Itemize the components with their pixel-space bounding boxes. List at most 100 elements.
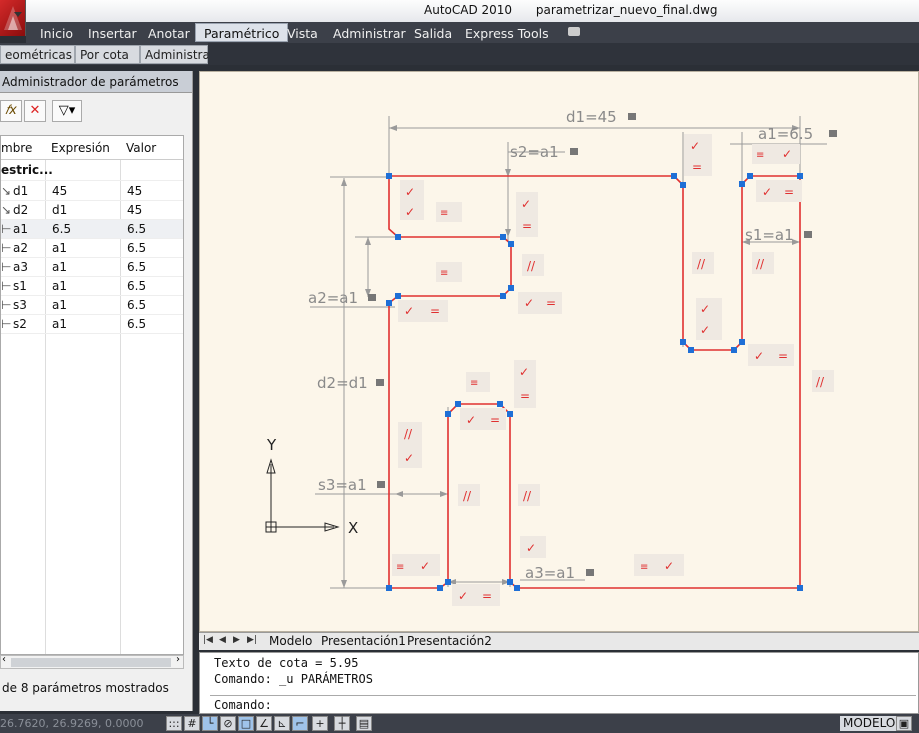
scrollbar-thumb[interactable] — [11, 658, 171, 667]
tab-presentacion2[interactable]: Presentación2 — [407, 634, 492, 648]
parameter-name[interactable]: s1 — [13, 279, 27, 293]
constraint-bar[interactable]: ✓= — [756, 180, 802, 202]
tab-insertar[interactable]: Insertar — [88, 26, 137, 41]
tab-anotar[interactable]: Anotar — [148, 26, 190, 41]
add-user-parameter-button[interactable]: 𝑓x — [0, 100, 22, 122]
constraint-bar[interactable]: ✓= — [460, 408, 506, 430]
parameter-name[interactable]: s2 — [13, 317, 27, 331]
drawing-canvas[interactable]: ✓✓ ≡ ✓= ≡ // ✓= ✓= ✓= ≡✓ ✓= // // ✓✓ ✓= … — [199, 71, 919, 632]
parameter-name[interactable]: d2 — [13, 203, 29, 217]
dyn-icon[interactable]: ⌐ — [292, 716, 308, 731]
last-layout-icon[interactable]: ▶| — [247, 635, 257, 645]
panel-dimensional[interactable]: Por cota » — [75, 45, 140, 80]
constraint-bar[interactable]: // — [458, 484, 480, 506]
ducs-icon[interactable]: ⊾ — [274, 716, 290, 731]
application-menu-button[interactable] — [0, 0, 26, 36]
constraint-bar[interactable]: ✓✓ — [400, 180, 424, 220]
parameter-name[interactable]: s3 — [13, 298, 27, 312]
tab-modelo[interactable]: Modelo — [269, 634, 313, 648]
scroll-right-icon[interactable]: › — [176, 654, 180, 665]
dim-label-d1[interactable]: d1=45 — [566, 108, 617, 126]
otrack-icon[interactable]: ∠ — [256, 716, 272, 731]
tab-inicio[interactable]: Inicio — [40, 26, 74, 41]
constraint-glyphs[interactable]: ✓✓ ≡ ✓= ≡ // ✓= ✓= ✓= ≡✓ ✓= // // ✓✓ ✓= … — [392, 134, 834, 606]
constraint-bar[interactable]: ✓= — [398, 300, 448, 322]
constraint-bar[interactable]: ✓= — [514, 360, 536, 408]
constraint-bar[interactable]: ≡✓ — [752, 144, 800, 164]
constraint-bar[interactable]: ≡ — [436, 202, 462, 222]
coordinates-readout[interactable]: 26.7620, 26.9269, 0.0000 — [0, 717, 144, 730]
column-header-expression[interactable]: Expresión — [51, 141, 110, 155]
dim-label-a2[interactable]: a2=a1 — [308, 289, 358, 307]
tab-vista[interactable]: Vista — [287, 26, 318, 41]
filter-button[interactable]: ▽▾ — [52, 100, 82, 122]
previous-layout-icon[interactable]: ◀ — [219, 635, 226, 645]
tab-express-tools[interactable]: Express Tools — [465, 26, 549, 41]
constraint-bar[interactable]: ✓= — [684, 134, 712, 176]
constraint-bar[interactable]: ✓= — [452, 584, 500, 606]
constraint-bar[interactable]: ≡✓ — [392, 554, 440, 576]
tab-administrar[interactable]: Administrar — [333, 26, 406, 41]
tab-salida[interactable]: Salida — [414, 26, 453, 41]
tab-parametrico[interactable]: Paramétrico — [195, 23, 289, 42]
parameter-expression[interactable]: 6.5 — [52, 222, 72, 236]
grid-icon[interactable]: # — [184, 716, 200, 731]
ortho-icon[interactable]: └ — [202, 716, 218, 731]
constraint-bar[interactable]: //✓ — [398, 422, 422, 468]
parameter-expression[interactable]: a1 — [52, 260, 67, 274]
horizontal-scrollbar[interactable]: ‹ › — [0, 654, 184, 669]
dim-label-s1[interactable]: s1=a1 — [745, 226, 794, 244]
parameter-expression[interactable]: a1 — [52, 279, 67, 293]
constraint-bar[interactable]: // — [752, 252, 774, 274]
group-row[interactable]: estric... — [1, 161, 183, 181]
column-header-value[interactable]: Valor — [126, 141, 157, 155]
constraint-bar[interactable]: ✓= — [748, 344, 794, 366]
parameter-name[interactable]: d1 — [13, 184, 29, 198]
constraint-bar[interactable]: ✓ — [520, 536, 546, 558]
panel-manage[interactable]: Administrar — [140, 45, 215, 64]
parameter-name[interactable]: a2 — [13, 241, 28, 255]
dim-label-a1[interactable]: a1=6.5 — [758, 125, 813, 143]
grips[interactable] — [386, 173, 803, 591]
constraint-bar[interactable]: ✓✓ — [696, 298, 722, 340]
dim-label-d2[interactable]: d2=d1 — [317, 374, 368, 392]
next-layout-icon[interactable]: ▶ — [233, 635, 240, 645]
panel-geometric[interactable]: eométricas » — [0, 45, 75, 80]
part-geometry[interactable] — [388, 175, 801, 589]
parameter-expression[interactable]: a1 — [52, 241, 67, 255]
constraint-bar[interactable]: // — [522, 254, 544, 276]
polar-icon[interactable]: ⊘ — [220, 716, 236, 731]
constraint-bar[interactable]: ✓= — [516, 192, 538, 237]
delete-parameter-button[interactable]: ✕ — [24, 100, 46, 122]
dim-label-a3[interactable]: a3=a1 — [525, 564, 575, 582]
constraint-bar[interactable]: // — [812, 370, 834, 392]
osnap-icon[interactable]: □ — [238, 716, 254, 731]
quick-view-icon[interactable]: ▣ — [896, 716, 912, 731]
lineweight-icon[interactable]: + — [312, 716, 328, 731]
constraint-bar[interactable]: ≡ — [466, 372, 490, 392]
constraint-bar[interactable]: ✓= — [518, 292, 562, 314]
snap-icon[interactable]: ::: — [166, 716, 182, 731]
drawing-svg[interactable]: ✓✓ ≡ ✓= ≡ // ✓= ✓= ✓= ≡✓ ✓= // // ✓✓ ✓= … — [200, 72, 919, 633]
parameter-expression[interactable]: d1 — [52, 203, 68, 217]
dim-label-s3[interactable]: s3=a1 — [318, 476, 367, 494]
constraint-bar[interactable]: // — [518, 484, 540, 506]
scroll-left-icon[interactable]: ‹ — [2, 654, 6, 665]
sc-icon[interactable]: ▤ — [356, 716, 372, 731]
first-layout-icon[interactable]: |◀ — [203, 635, 213, 645]
constraint-bar[interactable]: // — [692, 252, 714, 274]
parameter-expression[interactable]: a1 — [52, 317, 67, 331]
model-space-toggle[interactable]: MODELO — [840, 716, 899, 731]
constraint-bar[interactable]: ≡✓ — [634, 554, 684, 576]
command-line-window[interactable]: Texto de cota = 5.95 Comando: _u PARÁMET… — [199, 652, 919, 714]
column-header-name[interactable]: mbre — [1, 141, 33, 155]
ribbon-minimize-icon[interactable] — [568, 27, 580, 36]
command-prompt[interactable]: Comando: — [214, 698, 272, 712]
